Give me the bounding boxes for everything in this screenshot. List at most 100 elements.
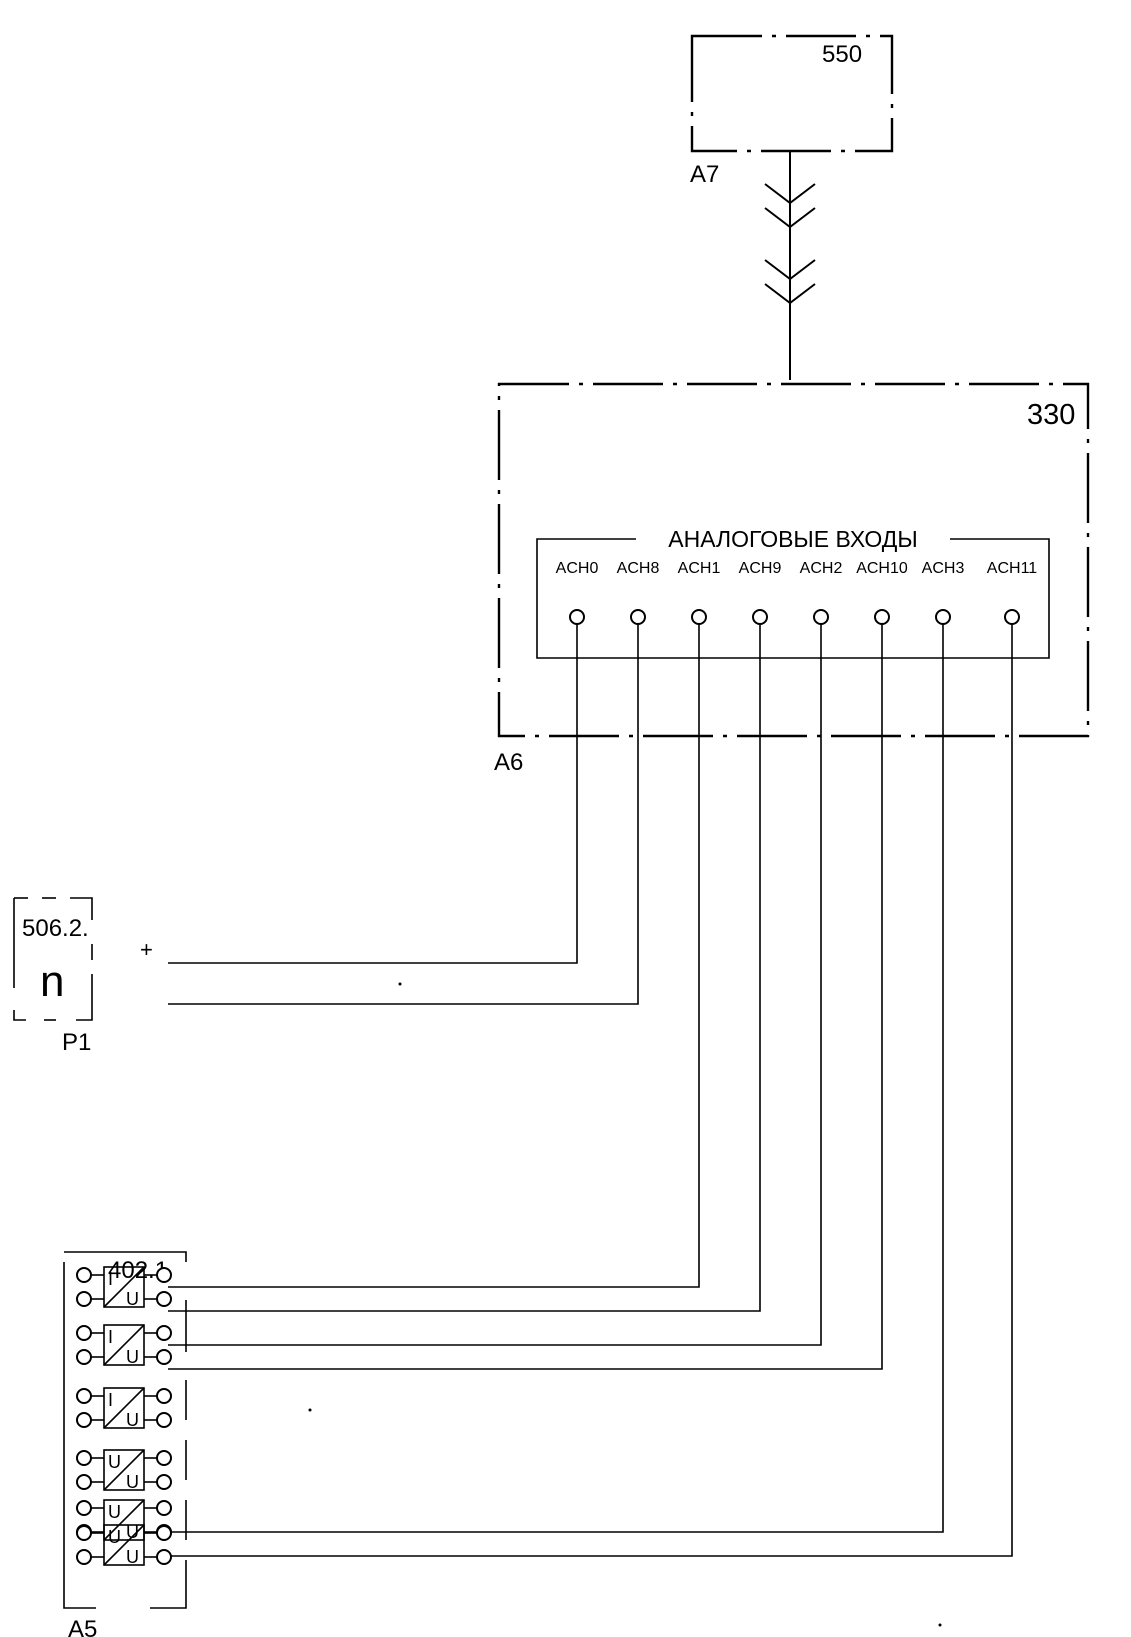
block-a7-designator: A7 <box>690 161 719 188</box>
channel-ach11: ACH11 <box>987 560 1037 625</box>
converter-box <box>103 1499 145 1541</box>
converter-input-type: I <box>108 1390 113 1410</box>
channel-terminal <box>630 609 646 625</box>
block-a5-designator: A5 <box>68 1616 97 1637</box>
converter-output-type: U <box>126 1410 139 1430</box>
output-terminal <box>156 1388 172 1404</box>
block-p1-designator: P1 <box>62 1029 91 1056</box>
wire-ach11 <box>168 624 1013 1557</box>
block-p1-number: 506.2. <box>22 915 89 942</box>
converter-module: UU <box>76 1449 172 1492</box>
converter-module: IU <box>76 1387 172 1430</box>
wire-ach8 <box>168 624 639 1005</box>
scan-speck <box>308 1408 312 1412</box>
block-p1-symbol: n <box>40 957 64 1006</box>
converter-input-type: U <box>108 1502 121 1522</box>
channel-label: ACH2 <box>800 560 843 577</box>
channel-label: ACH1 <box>678 560 721 577</box>
input-terminal <box>76 1267 92 1283</box>
channel-label: ACH3 <box>922 560 965 577</box>
converter-output-type: U <box>126 1472 139 1492</box>
wire-ach0 <box>168 624 578 964</box>
block-a6-number: 330 <box>1027 399 1075 431</box>
converter-output-type: U <box>126 1289 139 1309</box>
output-terminal <box>156 1474 172 1490</box>
converter-box <box>103 1387 145 1429</box>
converter-output-type: U <box>126 1547 139 1567</box>
channel-label: ACH9 <box>739 560 782 577</box>
channel-label: ACH8 <box>617 560 660 577</box>
input-terminal <box>76 1525 92 1541</box>
block-p1: 506.2. n P1 + <box>13 897 153 1056</box>
channel-ach1: ACH1 <box>678 560 721 625</box>
output-terminal <box>156 1325 172 1341</box>
wire-ach3 <box>168 624 944 1533</box>
converter-output-type: U <box>126 1347 139 1367</box>
converter-box <box>103 1449 145 1491</box>
channel-label: ACH10 <box>856 560 908 577</box>
channel-terminal <box>752 609 768 625</box>
connector-chevron <box>764 259 816 281</box>
signal-wires <box>168 624 1013 1557</box>
channel-terminal <box>874 609 890 625</box>
input-terminal <box>76 1412 92 1428</box>
block-a7-frame <box>690 34 894 153</box>
channel-list: ACH0 ACH8 ACH1 ACH9 ACH2 ACH10 ACH3 ACH11 <box>556 560 1037 625</box>
output-terminal <box>156 1525 172 1541</box>
scan-speck <box>398 982 402 986</box>
channel-ach0: ACH0 <box>556 560 599 625</box>
converter-output-type: U <box>126 1522 139 1542</box>
input-terminal <box>76 1349 92 1365</box>
input-terminal <box>76 1291 92 1307</box>
channel-terminal <box>813 609 829 625</box>
block-a7-number: 550 <box>822 41 862 68</box>
block-a6-frame <box>497 382 1090 738</box>
input-terminal <box>76 1325 92 1341</box>
block-a7: 550 A7 <box>690 34 894 188</box>
converter-box <box>103 1524 145 1566</box>
block-p1-plus-sign: + <box>140 937 153 962</box>
input-terminal <box>76 1450 92 1466</box>
channel-ach2: ACH2 <box>800 560 843 625</box>
converter-box <box>103 1324 145 1366</box>
output-terminal <box>156 1267 172 1283</box>
analog-inputs-panel: АНАЛОГОВЫЕ ВХОДЫ <box>536 526 1050 659</box>
channel-ach8: ACH8 <box>617 560 660 625</box>
channel-ach9: ACH9 <box>739 560 782 625</box>
output-terminal <box>156 1349 172 1365</box>
channel-ach3: ACH3 <box>922 560 965 625</box>
converter-input-type: I <box>108 1327 113 1347</box>
input-terminal <box>76 1388 92 1404</box>
output-terminal <box>156 1450 172 1466</box>
converter-module: IU <box>76 1266 172 1309</box>
converter-input-type: U <box>108 1452 121 1472</box>
wire-ach2 <box>168 624 822 1346</box>
wire-ach9 <box>168 624 761 1312</box>
channel-terminal <box>1004 609 1020 625</box>
input-terminal <box>76 1474 92 1490</box>
connector-chevron <box>764 207 816 229</box>
channel-label: ACH0 <box>556 560 599 577</box>
output-terminal <box>156 1500 172 1516</box>
wire-ach1 <box>168 624 700 1288</box>
block-a6: 330 A6 АНАЛОГОВЫЕ ВХОДЫ ACH0 ACH8 ACH1 ACH9… <box>494 382 1090 776</box>
channel-terminal <box>935 609 951 625</box>
channel-label: ACH11 <box>987 560 1037 577</box>
wire-ach10 <box>168 624 883 1370</box>
converter-module: UU <box>76 1524 172 1567</box>
scan-speck <box>938 1623 942 1627</box>
connector-a7-a6 <box>764 151 816 380</box>
converter-box <box>103 1266 145 1308</box>
input-terminal <box>76 1549 92 1565</box>
connector-chevron <box>764 183 816 205</box>
channel-terminal <box>691 609 707 625</box>
output-terminal <box>156 1412 172 1428</box>
converter-module: IU <box>76 1324 172 1367</box>
output-terminal <box>156 1291 172 1307</box>
input-terminal <box>76 1500 92 1516</box>
block-a6-designator: A6 <box>494 749 523 776</box>
converter-input-type: I <box>108 1269 113 1289</box>
